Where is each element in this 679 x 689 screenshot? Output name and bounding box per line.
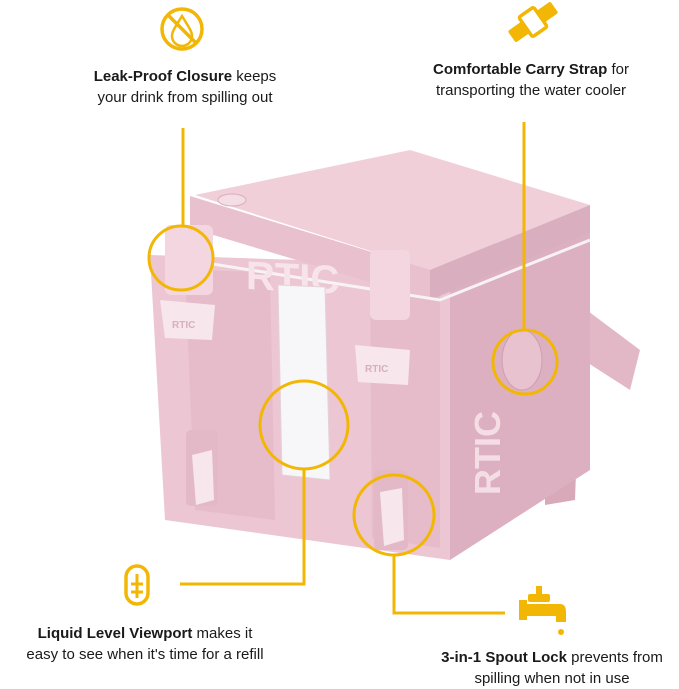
left-spout [186, 430, 218, 506]
svg-text:RTIC: RTIC [365, 364, 388, 375]
faucet-icon [519, 586, 566, 635]
strap-caption: Comfortable Carry Strap for transporting… [405, 59, 657, 101]
cooler-lid [195, 150, 590, 270]
feature-title: 3-in-1 Spout Lock [441, 649, 567, 666]
right-latch: RTIC [355, 250, 410, 385]
feature-desc: keeps [236, 68, 277, 85]
feature-title: Comfortable Carry Strap [433, 61, 608, 78]
feature-desc: prevents from [571, 649, 663, 666]
level-gauge-icon [124, 564, 150, 606]
strap-icon [508, 2, 558, 42]
leak-proof-caption: Leak-Proof Closure keeps your drink from… [60, 66, 310, 108]
water-cooler: RTIC RTIC RTIC RTIC [150, 150, 640, 560]
feature-title: Liquid Level Viewport [37, 625, 193, 642]
feature-desc: for [611, 61, 629, 78]
feature-desc-line2: transporting the water cooler [435, 82, 627, 99]
left-latch: RTIC [160, 225, 215, 340]
no-drip-icon [160, 7, 204, 51]
feature-desc-line2: your drink from spilling out [97, 89, 273, 106]
spout-caption: 3-in-1 Spout Lock prevents from spilling… [418, 647, 679, 689]
feature-title: Leak-Proof Closure [93, 68, 233, 85]
svg-text:RTIC: RTIC [172, 320, 195, 331]
viewport-caption: Liquid Level Viewport makes it easy to s… [0, 623, 290, 665]
strap-mount [501, 329, 543, 391]
right-spout [374, 470, 408, 550]
svg-text:RTIC: RTIC [467, 411, 508, 495]
feature-desc-line2: easy to see when it's time for a refill [26, 646, 264, 663]
feature-desc-line2: spilling when not in use [474, 670, 630, 687]
feature-desc: makes it [196, 625, 253, 642]
strap-callout-circle [491, 328, 559, 396]
leak-proof-callout-circle [147, 224, 215, 292]
